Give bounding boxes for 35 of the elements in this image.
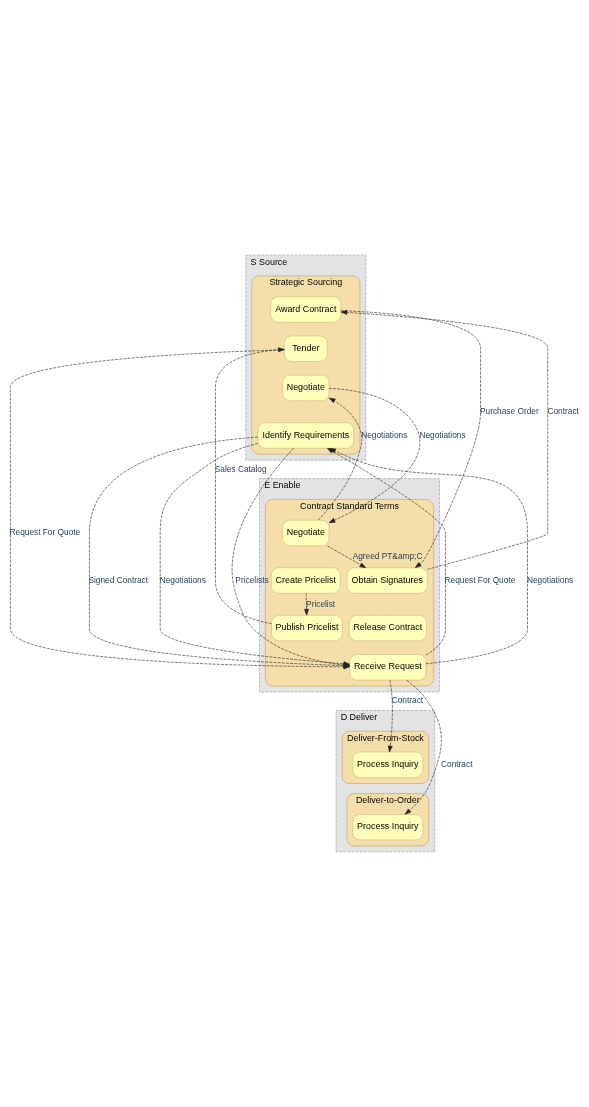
edge-label: Request For Quote — [444, 574, 516, 585]
arrow — [340, 310, 481, 568]
node-box: Award Contract — [270, 296, 342, 323]
node-box: Tender — [284, 335, 328, 362]
node-box: Process Inquiry — [352, 751, 424, 778]
arrow — [327, 545, 367, 569]
node-box: Publish Pricelist — [271, 615, 343, 642]
edge-label: Negotiations — [526, 574, 574, 585]
arrow — [404, 679, 442, 815]
edge-label: Contract — [391, 695, 424, 706]
arrow — [215, 347, 285, 625]
arrow — [317, 397, 363, 521]
edge-label: Signed Contract — [88, 574, 149, 585]
edge-label: Negotiations — [361, 429, 408, 440]
node-box: Process Inquiry — [352, 814, 424, 841]
arrow — [340, 310, 548, 570]
node-box: Obtain Signatures — [346, 567, 428, 594]
arrow — [387, 679, 393, 753]
node-box: Negotiate — [282, 519, 330, 547]
edge-label: Negotiations — [159, 574, 206, 585]
node-box: Identify Requirements — [257, 422, 354, 449]
edge-label: Sales Catalog — [214, 463, 267, 474]
node-box: Release Contract — [348, 615, 427, 642]
edge-label: Pricelist — [306, 598, 336, 609]
arrow — [304, 593, 309, 616]
edge-label: Negotiations — [419, 429, 466, 440]
edge-label: Purchase Order — [480, 405, 539, 416]
node-box: Create Pricelist — [271, 567, 341, 594]
edge-label: Contract — [441, 758, 473, 769]
edge-label: Request For Quote — [9, 527, 81, 538]
node-box: Negotiate — [282, 374, 330, 402]
edge-label: Agreed PT&amp;C — [352, 550, 423, 561]
node-box: Receive Request — [349, 654, 427, 681]
edge-label: Pricelists — [235, 574, 269, 585]
edge-label: Contract — [547, 405, 579, 416]
